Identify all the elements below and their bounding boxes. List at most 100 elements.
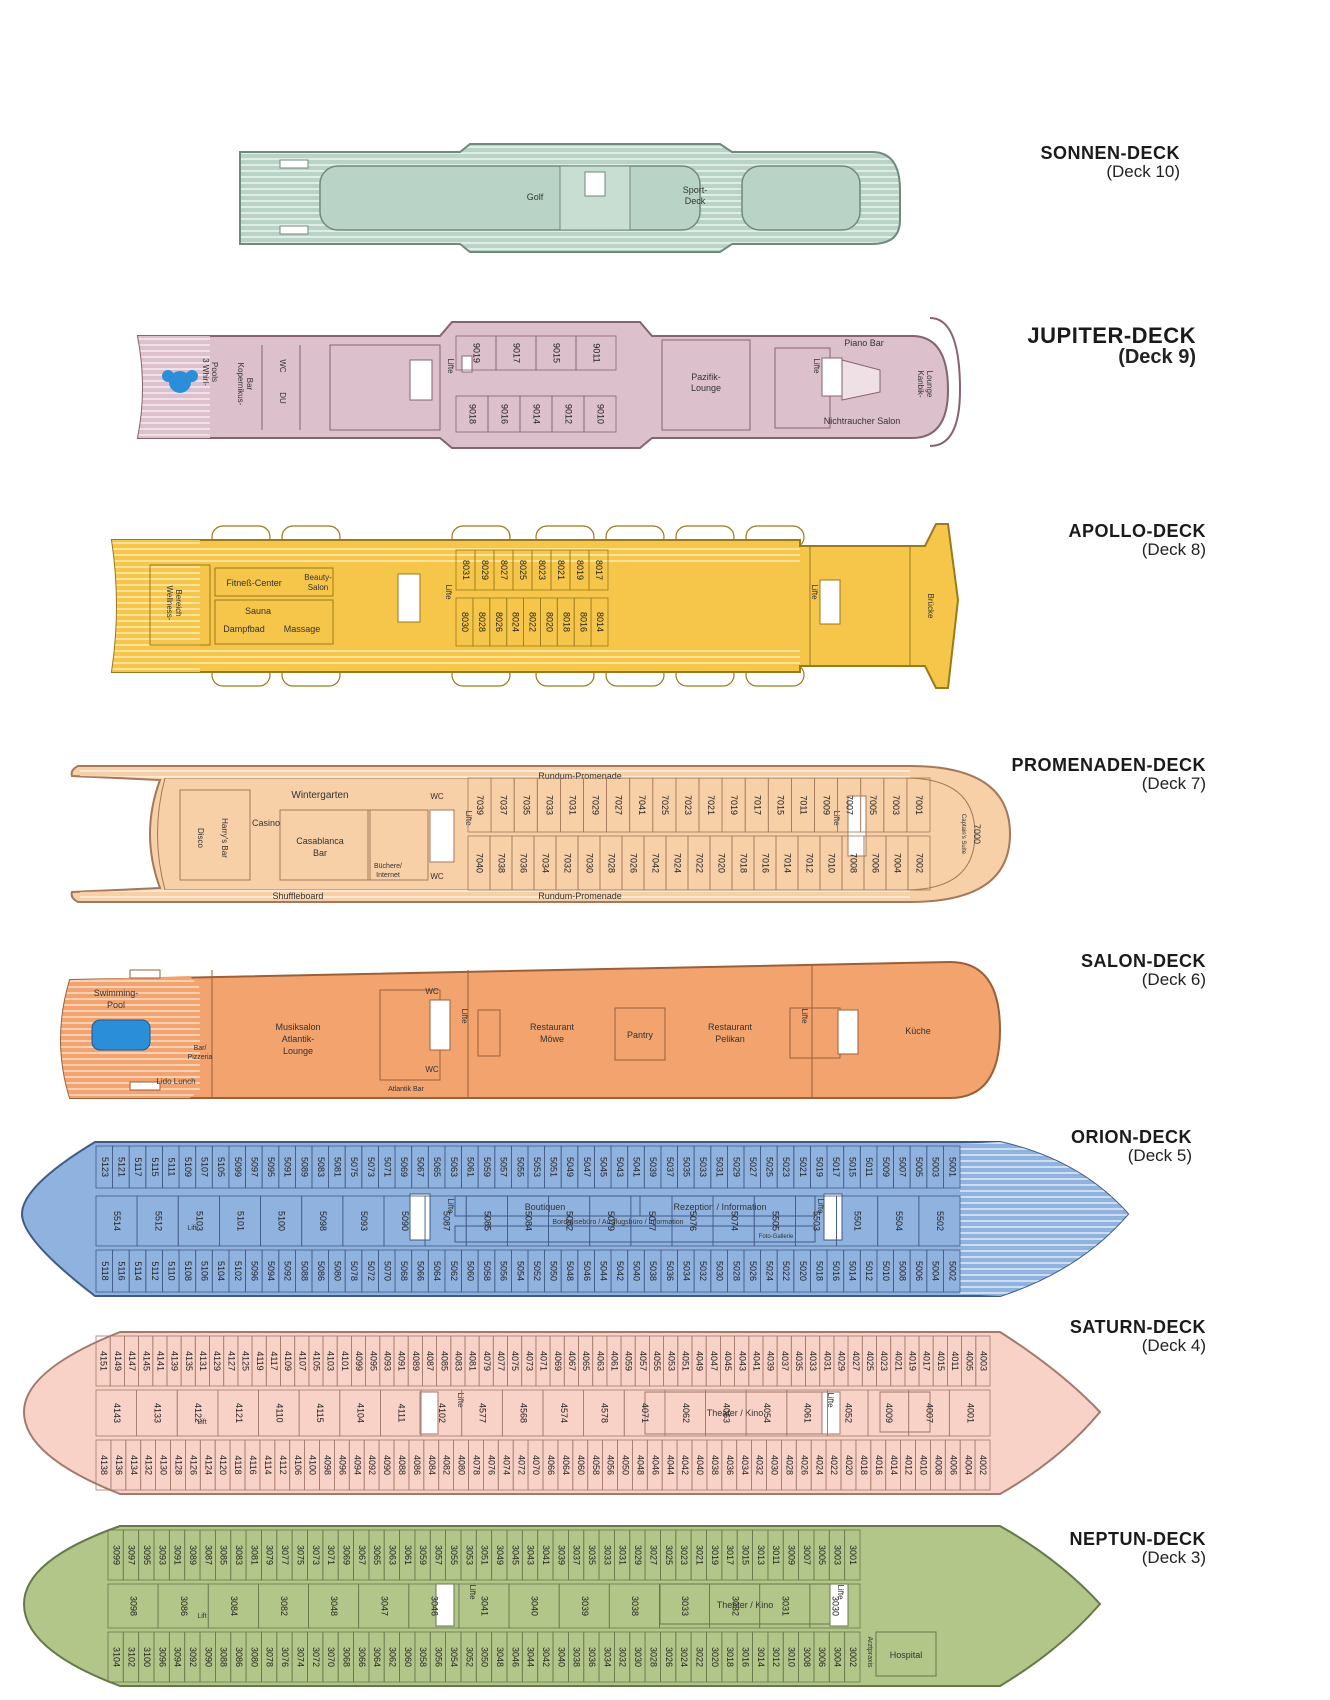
cabin-number: 5026 (748, 1261, 758, 1281)
cabin-number: 7033 (544, 795, 554, 815)
cabin-number: 3017 (725, 1545, 735, 1565)
deck-name: ORION-DECK (1071, 1127, 1192, 1147)
cabin-number: 3096 (157, 1647, 167, 1667)
cabin-number: 3005 (817, 1545, 827, 1565)
room-kueche: Küche (905, 1026, 931, 1036)
room-sport-2: Deck (685, 196, 706, 206)
cabin-number: 5049 (565, 1157, 575, 1177)
cabin-number: 9014 (532, 404, 542, 424)
cabin-number: 5050 (549, 1261, 559, 1281)
cabin-number: 3083 (234, 1545, 244, 1565)
cabin-number: 3032 (618, 1647, 628, 1667)
cabin-number: 5061 (465, 1157, 475, 1177)
room-casa-2: Bar (313, 848, 327, 858)
cabin-number: 8018 (561, 612, 571, 632)
room-bar-1: Bar/ (194, 1045, 207, 1052)
room-kanbik-1: Kanbik- (916, 370, 925, 397)
cabin-number: 4012 (904, 1455, 914, 1475)
deck-salon: Swimming- Pool Bar/ Pizzeria Lido Lunch … (60, 960, 1002, 1099)
cabin-number: 5077 (647, 1211, 657, 1231)
cabin-cell (590, 597, 609, 647)
cabin-number: 4054 (762, 1403, 772, 1423)
cabin-number: 4090 (382, 1455, 392, 1475)
cabin-number: 3068 (342, 1647, 352, 1667)
cabin-number: 7018 (739, 853, 749, 873)
cabin-number: 4062 (681, 1403, 691, 1423)
cabin-number: 4002 (978, 1455, 988, 1475)
cabin-number: 7029 (591, 795, 601, 815)
cabin-number: 5036 (665, 1261, 675, 1281)
cabin-number: 5112 (150, 1261, 160, 1280)
cabin-number: 4035 (794, 1351, 804, 1371)
deck-neptun-hull (22, 1525, 1102, 1687)
cabin-number: 3067 (357, 1545, 367, 1565)
cabin-number: 7036 (519, 853, 529, 873)
cabin-number: 4053 (666, 1351, 676, 1371)
cabin-number: 3022 (695, 1647, 705, 1667)
cabin-number: 3031 (780, 1596, 790, 1616)
cabin-number: 5104 (216, 1261, 226, 1281)
cabin-number: 4568 (518, 1403, 528, 1423)
cabin-number: 5078 (349, 1261, 359, 1281)
cabin-number: 5069 (399, 1157, 409, 1177)
room-hospital: Hospital (890, 1650, 923, 1660)
cabin-number: 7016 (761, 853, 771, 873)
cabin-number: 4134 (129, 1455, 139, 1475)
cabin-number: 8024 (511, 612, 521, 632)
cabin-number: 5068 (399, 1261, 409, 1281)
cabin-number: 7019 (729, 795, 739, 815)
cabin-number: 5075 (349, 1157, 359, 1177)
cabin-number: 4077 (496, 1351, 506, 1371)
cabin-number: 4061 (803, 1403, 813, 1423)
cabin-number: 5117 (133, 1157, 143, 1176)
cabin-number: 3013 (756, 1545, 766, 1565)
room-casino: Casino (252, 818, 280, 828)
room-cap-2: Captain's Suite (960, 814, 966, 855)
cabin-number: 4106 (293, 1455, 303, 1475)
cabin-number: 4031 (822, 1351, 832, 1371)
room-massage: Massage (284, 624, 321, 634)
cabin-number: 5020 (798, 1261, 808, 1281)
cabin-number: 3034 (602, 1647, 612, 1667)
cabin-number: 7014 (783, 853, 793, 873)
cabin-number: 3051 (480, 1545, 490, 1565)
cabin-number: 4124 (203, 1455, 213, 1475)
cabin-number: 5505 (771, 1211, 781, 1231)
cabin-number: 7028 (607, 853, 617, 873)
room-lido: Lido Lunch (156, 1077, 195, 1086)
cabin-number: 4087 (425, 1351, 435, 1371)
cabin-number: 3004 (833, 1647, 843, 1667)
cabin-number: 3043 (526, 1545, 536, 1565)
cabin-number: 3002 (848, 1647, 858, 1667)
room-nicht: Nichtraucher Salon (824, 416, 901, 426)
cabin-number: 3039 (556, 1545, 566, 1565)
cabin-number: 4050 (621, 1455, 631, 1475)
cabin-number: 4017 (922, 1351, 932, 1371)
cabin-number: 5032 (698, 1261, 708, 1281)
cabin-number: 4070 (531, 1455, 541, 1475)
cabin-number: 3082 (279, 1596, 289, 1616)
cabin-number: 3006 (817, 1647, 827, 1667)
cabin-number: 3048 (495, 1647, 505, 1667)
cabin-number: 4114 (263, 1455, 273, 1474)
cabin-number: 5023 (781, 1157, 791, 1177)
cabin-number: 3041 (480, 1596, 490, 1616)
cabin-number: 4109 (283, 1351, 293, 1371)
cabin-number: 3033 (602, 1545, 612, 1565)
cabin-number: 4073 (524, 1351, 534, 1371)
cabin-number: 4015 (936, 1351, 946, 1371)
cabin-number: 4116 (248, 1455, 258, 1474)
cabin-number: 4028 (785, 1455, 795, 1475)
cabin-number: 4004 (963, 1455, 973, 1475)
cabin-number: 3089 (188, 1545, 198, 1565)
room-lift: Lift (197, 1419, 206, 1426)
cabin-number: 5052 (532, 1261, 542, 1281)
room-swim-1: Swimming- (94, 988, 139, 998)
cabin-number: 5062 (449, 1261, 459, 1281)
cabin-number: 3079 (265, 1545, 275, 1565)
room-bruecke: Brücke (926, 594, 935, 619)
cabin-number: 3040 (530, 1596, 540, 1616)
